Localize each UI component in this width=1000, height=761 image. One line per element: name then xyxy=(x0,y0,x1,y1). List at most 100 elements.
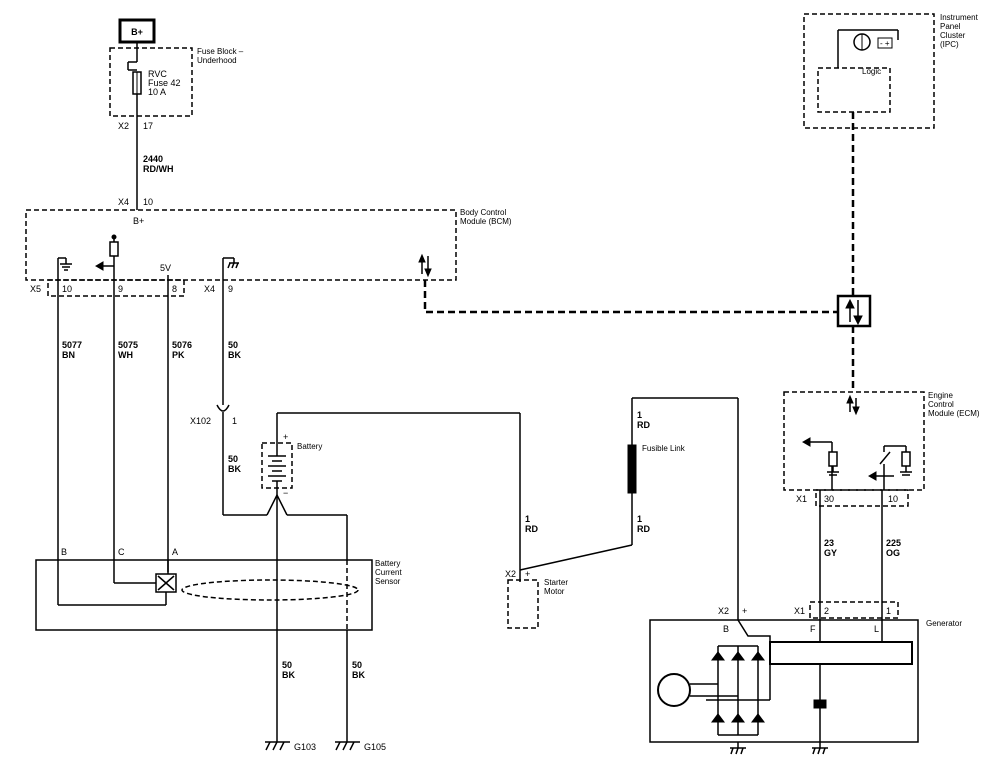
ground-g103-icon xyxy=(265,735,290,751)
svg-text:10: 10 xyxy=(143,197,153,207)
svg-text:5075: 5075 xyxy=(118,340,138,350)
svg-text:23: 23 xyxy=(824,538,834,548)
svg-text:BK: BK xyxy=(228,464,241,474)
svg-text:A: A xyxy=(172,547,178,557)
svg-text:B: B xyxy=(723,624,729,634)
svg-text:50: 50 xyxy=(228,340,238,350)
svg-text:X1: X1 xyxy=(794,606,805,616)
field-coil-icon xyxy=(813,699,827,709)
svg-text:17: 17 xyxy=(143,121,153,131)
svg-text:RVC: RVC xyxy=(148,69,167,79)
svg-text:8: 8 xyxy=(172,284,177,294)
svg-text:Fusible Link: Fusible Link xyxy=(642,444,686,453)
svg-text:OG: OG xyxy=(886,548,900,558)
svg-text:50: 50 xyxy=(228,454,238,464)
svg-text:1: 1 xyxy=(525,514,530,524)
svg-text:X2: X2 xyxy=(718,606,729,616)
bcm-internal-ground-icon xyxy=(57,257,72,280)
svg-text:G103: G103 xyxy=(294,742,316,752)
svg-text:X1: X1 xyxy=(796,494,807,504)
svg-text:Battery: Battery xyxy=(297,442,322,451)
svg-text:5V: 5V xyxy=(160,263,171,273)
svg-text:+: + xyxy=(525,569,530,579)
svg-text:9: 9 xyxy=(228,284,233,294)
svg-text:10: 10 xyxy=(62,284,72,294)
svg-text:BN: BN xyxy=(62,350,75,360)
generator: Generator B F L xyxy=(649,619,962,743)
svg-text:Fuse 42: Fuse 42 xyxy=(148,78,181,88)
svg-text:L: L xyxy=(874,624,879,634)
svg-text:30: 30 xyxy=(824,494,834,504)
svg-text:B+: B+ xyxy=(131,27,143,37)
svg-text:X102: X102 xyxy=(190,416,211,426)
svg-text:GY: GY xyxy=(824,548,837,558)
battery-indicator-icon xyxy=(877,37,893,49)
battery: + Battery − xyxy=(261,413,322,498)
svg-text:9: 9 xyxy=(118,284,123,294)
ground-g105-icon xyxy=(335,735,360,751)
svg-text:X5: X5 xyxy=(30,284,41,294)
svg-text:RD/WH: RD/WH xyxy=(143,164,174,174)
svg-text:50: 50 xyxy=(282,660,292,670)
svg-text:B: B xyxy=(61,547,67,557)
svg-text:C: C xyxy=(118,547,125,557)
fuse-block-underhood: Fuse Block –Underhood xyxy=(109,47,244,117)
svg-text:Fuse Block –Underhood: Fuse Block –Underhood xyxy=(197,47,244,65)
svg-text:RD: RD xyxy=(637,420,650,430)
svg-text:B+: B+ xyxy=(133,216,144,226)
fuse-42: RVC Fuse 42 10 A xyxy=(127,61,181,97)
svg-text:−: − xyxy=(283,488,288,498)
svg-text:2: 2 xyxy=(824,606,829,616)
generator-rotor-icon xyxy=(657,673,691,707)
generator-ground-icon xyxy=(730,742,828,755)
svg-text:1: 1 xyxy=(232,416,237,426)
bcm-connector-x5 xyxy=(47,279,185,297)
svg-text:G105: G105 xyxy=(364,742,386,752)
svg-text:BK: BK xyxy=(352,670,365,680)
svg-text:X2: X2 xyxy=(118,121,129,131)
svg-text:WH: WH xyxy=(118,350,133,360)
svg-text:10 A: 10 A xyxy=(148,87,166,97)
svg-text:X4: X4 xyxy=(118,197,129,207)
rectifier-diode-bridge-icon xyxy=(690,645,771,736)
svg-text:X4: X4 xyxy=(204,284,215,294)
svg-text:225: 225 xyxy=(886,538,901,548)
svg-text:X2: X2 xyxy=(505,569,516,579)
svg-text:2440: 2440 xyxy=(143,154,163,164)
bcm-pullup-resistor-icon xyxy=(94,234,119,280)
svg-text:RD: RD xyxy=(525,524,538,534)
svg-text:Logic: Logic xyxy=(862,67,881,76)
svg-text:PK: PK xyxy=(172,350,185,360)
svg-text:BK: BK xyxy=(228,350,241,360)
svg-text:1: 1 xyxy=(637,410,642,420)
svg-text:BK: BK xyxy=(282,670,295,680)
serial-data-splice-icon xyxy=(836,294,872,328)
ecm-connector-x1 xyxy=(815,489,909,507)
svg-text:Generator: Generator xyxy=(926,619,962,628)
svg-text:5077: 5077 xyxy=(62,340,82,350)
svg-text:1: 1 xyxy=(637,514,642,524)
svg-text:+: + xyxy=(283,432,288,442)
svg-text:F: F xyxy=(810,624,816,634)
svg-text:- +: - + xyxy=(880,39,890,48)
generator-connector-x1 xyxy=(809,601,899,619)
fusible-link: Fusible Link xyxy=(627,444,686,494)
svg-text:1: 1 xyxy=(886,606,891,616)
bcm-serial-data-icon xyxy=(418,253,432,278)
svg-text:50: 50 xyxy=(352,660,362,670)
bcm-chassis-ground-icon xyxy=(222,257,239,280)
svg-text:+: + xyxy=(742,606,747,616)
b-plus-source: B+ xyxy=(118,18,156,44)
svg-text:5076: 5076 xyxy=(172,340,192,350)
svg-text:RD: RD xyxy=(637,524,650,534)
